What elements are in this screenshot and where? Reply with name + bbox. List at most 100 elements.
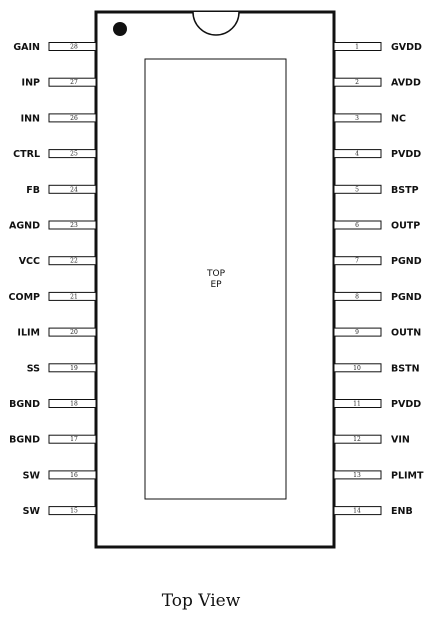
right-pin-8: 8 PGND [333,291,422,303]
pin-number: 5 [355,186,359,193]
right-pin-7: 7 PGND [333,256,422,267]
pin-name: AVDD [391,78,421,89]
pin-lead [48,291,97,301]
pin-name: VCC [19,256,40,267]
right-pin-11: 11 PVDD [333,399,421,410]
pin-number: 26 [70,115,78,122]
pin-name: COMP [9,292,41,303]
pin-number: 21 [70,293,78,300]
pin-name: CTRL [13,149,40,160]
pin-name: INP [22,78,40,89]
pin-number: 2 [355,79,359,86]
pin-lead [48,113,97,123]
pin-name: PVDD [391,149,421,160]
pin-lead [48,42,97,51]
exposed-pad-label-line1: TOP [206,269,226,279]
pin-number: 22 [70,258,78,265]
right-pin-2: 2 AVDD [333,77,421,89]
right-pin-5: 5 BSTP [333,184,419,196]
pin-number: 27 [70,79,78,86]
pin-number: 20 [70,329,78,336]
pin-number: 28 [70,44,78,51]
pin-number: 9 [355,329,359,336]
pin-name: PGND [391,256,422,267]
pin-lead [333,42,382,51]
pin-number: 7 [355,258,359,265]
pin-name: GVDD [391,42,422,53]
pin-lead [48,470,97,480]
pin-number: 1 [355,44,359,51]
pin-lead [48,184,97,194]
pin-lead [333,77,382,87]
pin-name: FB [26,185,40,196]
pin-lead [333,113,382,123]
left-pin-25: 25 CTRL [13,149,97,160]
left-pin-23: 23 AGND [9,220,97,232]
pin-lead [48,434,97,444]
pin-lead [333,291,382,301]
pin-lead [333,506,382,516]
pin-lead [48,149,97,159]
pin-number: 3 [355,115,359,122]
pin-number: 4 [355,151,359,158]
pin-name: PGND [391,292,422,303]
pin-number: 13 [353,472,361,479]
pin-number: 11 [353,401,361,408]
pin-lead [48,220,97,230]
pin-name: VIN [391,435,410,446]
left-pin-15: 15 SW [23,506,97,517]
pin-lead [333,327,382,337]
pin-lead [48,327,97,337]
pin1-marker-dot [113,22,127,36]
left-pin-22: 22 VCC [19,256,97,267]
right-pin-1: 1 GVDD [333,42,422,53]
pin-name: SW [23,470,41,481]
pin-name: BSTN [391,363,420,374]
pin-lead [333,256,382,266]
left-pin-column: 28GAIN27INP26INN25CTRL24FB23AGND22VCC21C… [9,42,97,517]
pin-name: ENB [391,506,413,517]
left-pin-27: 27 INP [22,77,97,89]
pin-name: OUTN [391,328,421,339]
pin-name: BGND [9,435,40,446]
pin-name: PVDD [391,399,421,410]
pin-lead [48,363,97,373]
pin-lead [48,256,97,266]
right-pin-10: 10 BSTN [333,363,420,374]
pin-number: 18 [70,401,78,408]
pin-name: BGND [9,399,40,410]
package-notch [192,11,240,36]
pin-name: OUTP [391,221,420,232]
pin-number: 6 [355,222,359,229]
pin-lead [333,470,382,480]
pin-lead [333,220,382,230]
right-pin-4: 4 PVDD [333,149,421,160]
pin-lead [333,149,382,159]
pin-number: 23 [70,222,78,229]
pin-number: 10 [353,365,361,372]
pin-name: SW [23,506,41,517]
left-pin-18: 18 BGND [9,399,97,410]
exposed-pad [144,58,287,500]
pin-name: NC [391,113,406,124]
left-pin-21: 21 COMP [9,291,97,303]
pin-name: BSTP [391,185,419,196]
pin-number: 12 [353,436,361,443]
right-pin-6: 6 OUTP [333,220,420,232]
pin-number: 15 [70,508,78,515]
pin-name: AGND [9,221,40,232]
pin-number: 8 [355,293,359,300]
right-pin-9: 9 OUTN [333,327,421,339]
pin-number: 25 [70,151,78,158]
right-pin-12: 12 VIN [333,434,410,446]
pin-name: ILIM [17,328,40,339]
diagram-caption: Top View [162,591,241,611]
